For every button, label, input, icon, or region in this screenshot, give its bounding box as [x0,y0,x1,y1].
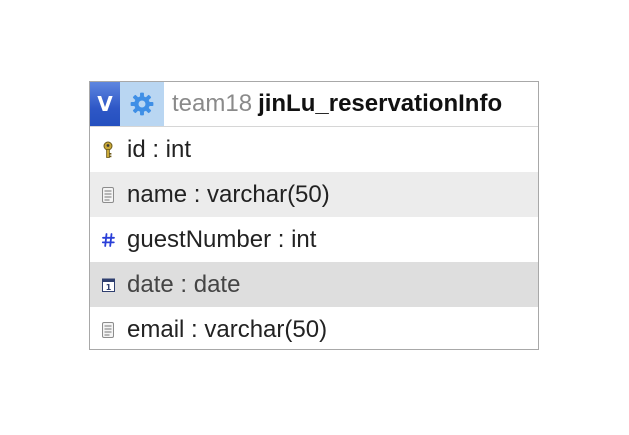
column-label: id : int [127,135,192,163]
toggle-columns-button[interactable]: V [90,82,120,126]
database-name: team18 [172,90,253,117]
column-label: name : varchar(50) [127,180,330,208]
column-row-name[interactable]: name : varchar(50) [90,172,538,217]
toggle-columns-label: V [97,92,113,116]
svg-text:1: 1 [105,283,111,292]
column-row-date[interactable]: 1 date : date [90,262,538,307]
column-label: email : varchar(50) [127,315,328,343]
gear-icon [130,92,154,116]
table-name: jinLu_reservationInfo [258,90,503,117]
date-column-icon: 1 [101,276,115,294]
column-row-guestnumber[interactable]: guestNumber : int [90,217,538,262]
column-label: date : date [127,270,241,298]
number-column-icon [101,231,115,249]
column-row-id[interactable]: id : int [90,127,538,172]
column-label: guestNumber : int [127,225,317,253]
text-column-icon [101,321,115,339]
key-icon [101,141,115,159]
text-column-icon [101,186,115,204]
table-settings-button[interactable] [120,82,164,126]
column-row-email[interactable]: email : varchar(50) [90,307,538,352]
